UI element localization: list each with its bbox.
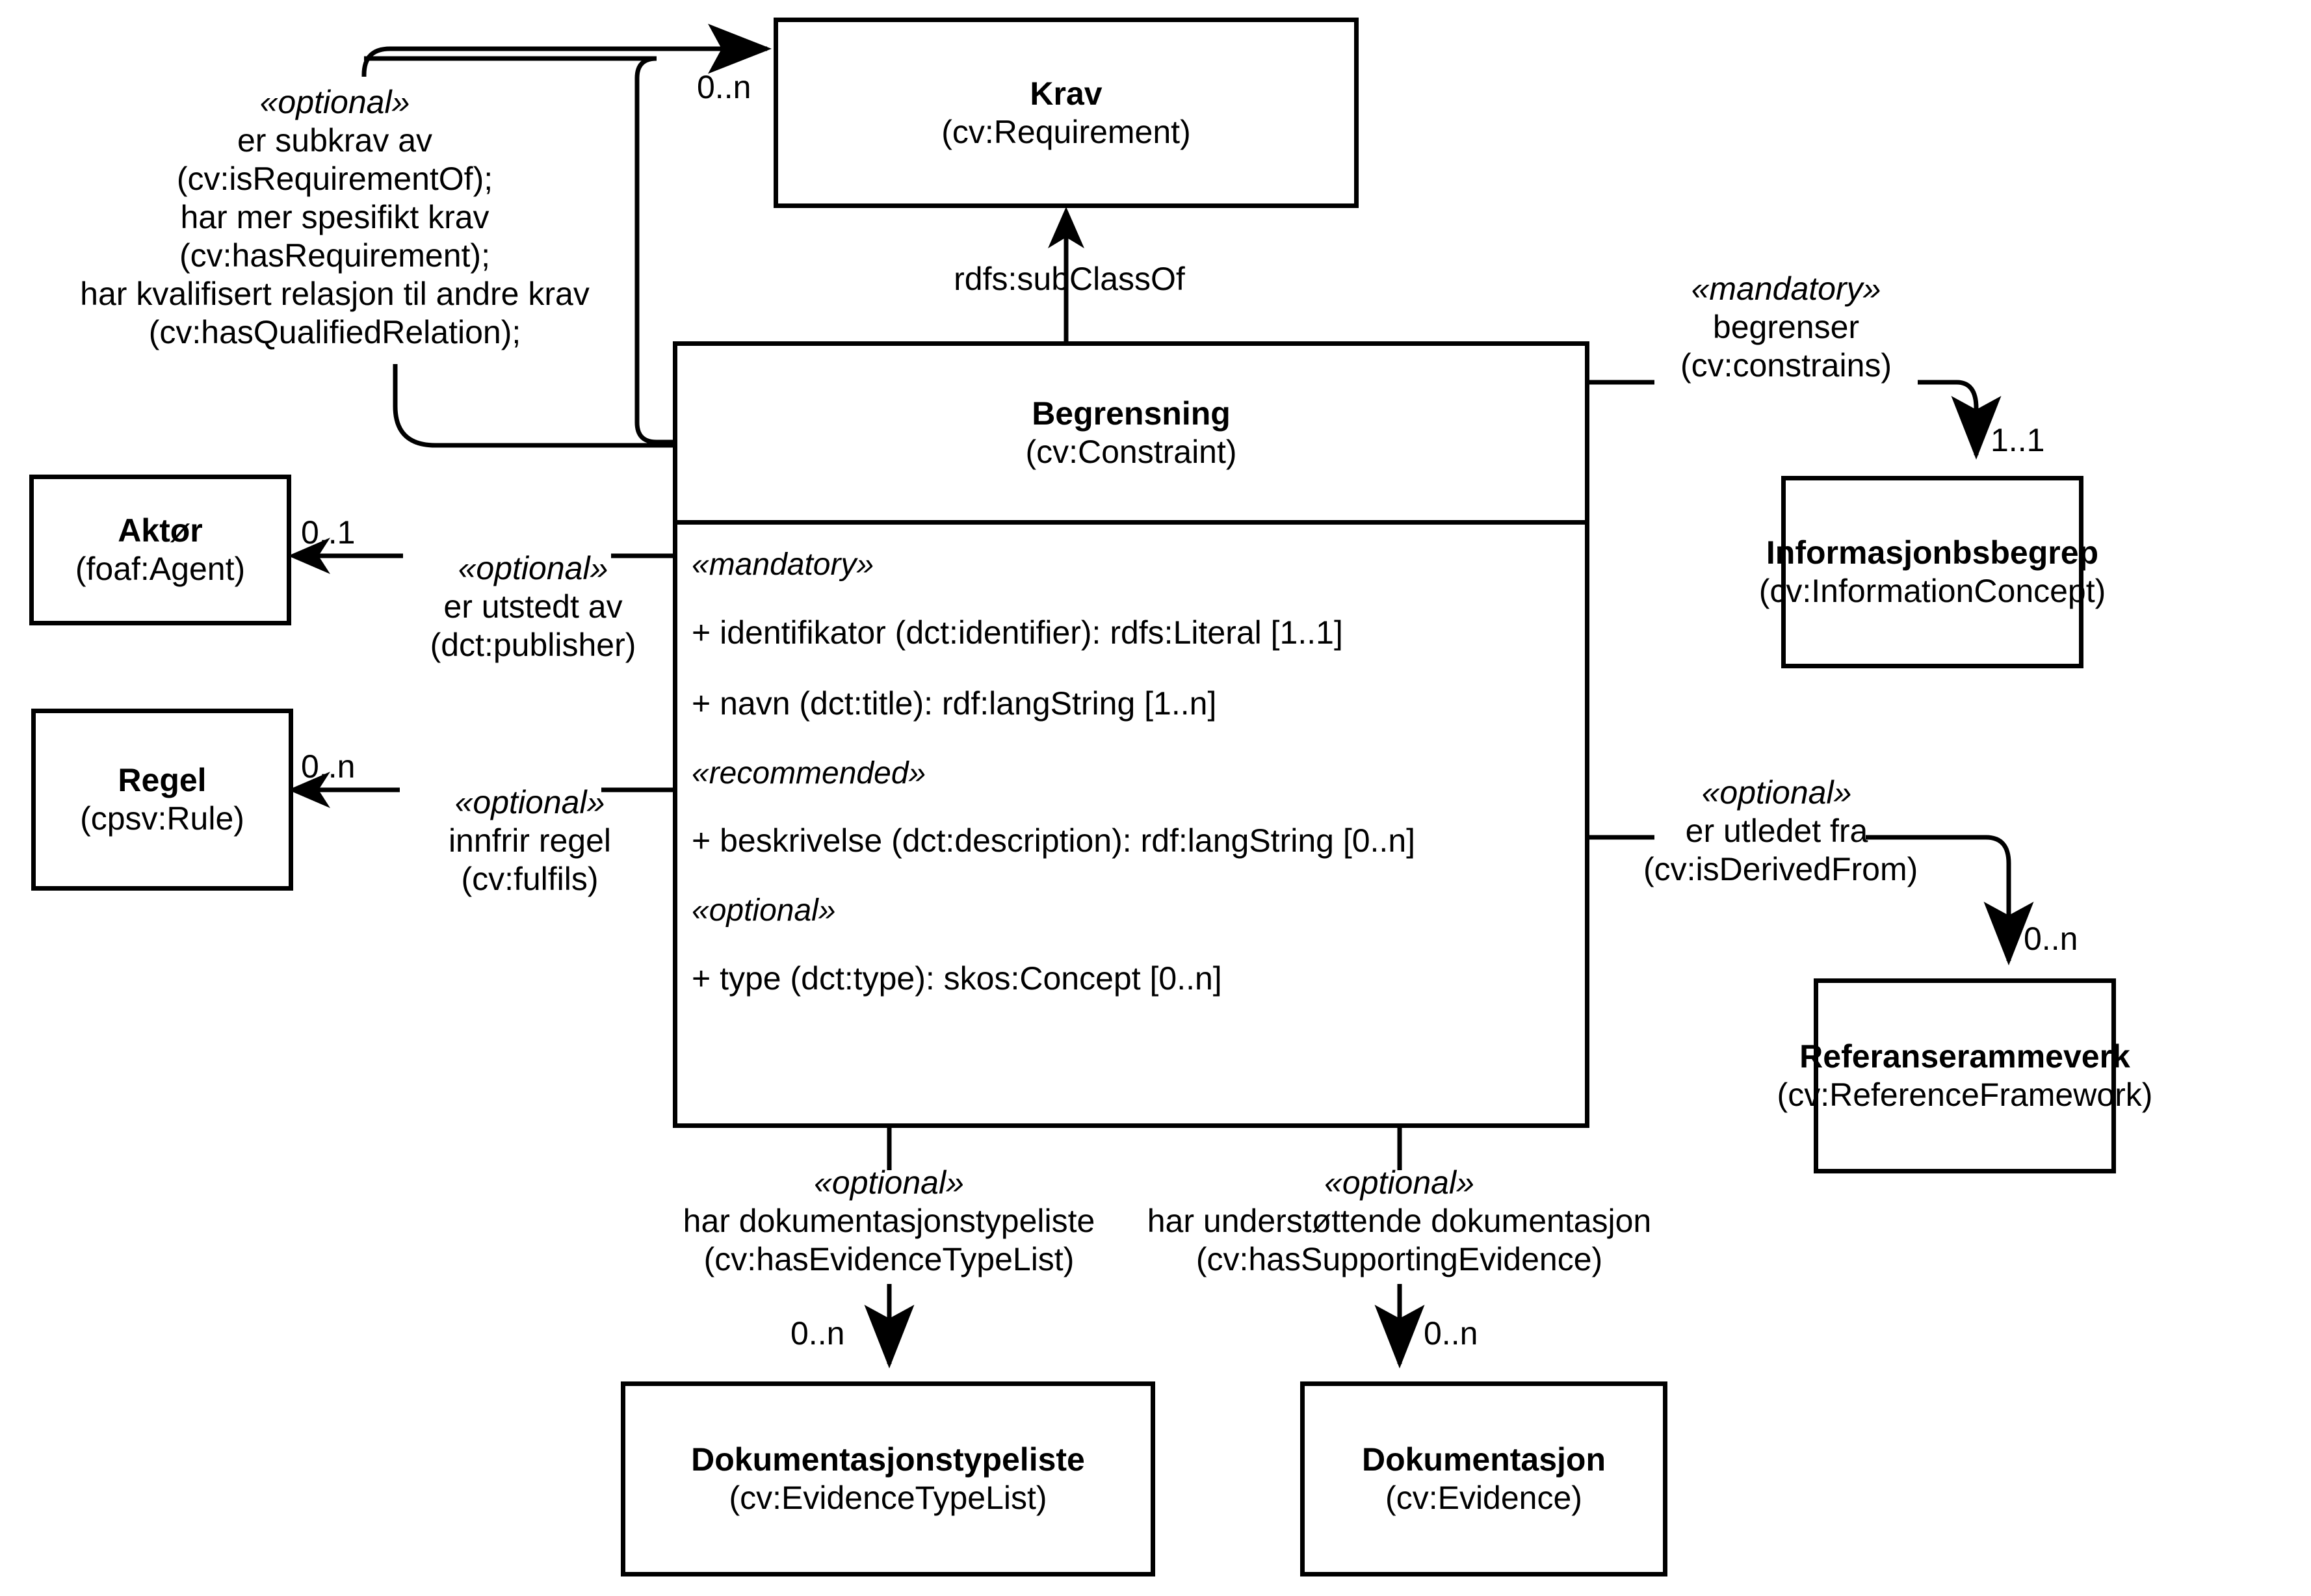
edge-self-krav-path [618, 423, 673, 449]
krav-self-connector [623, 420, 673, 447]
relation-line-self-krav-5: (cv:hasQualifiedRelation); [148, 314, 521, 350]
attribute-type: + type (dct:type): skos:Concept [0..n] [692, 960, 1222, 997]
relation-line-derived-from-1: (cv:isDerivedFrom) [1643, 851, 1918, 887]
relation-line-evidence-type-list-0: har dokumentasjonstypeliste [683, 1203, 1095, 1239]
class-name-begrensning: Begrensning [1032, 395, 1231, 432]
edge-krav-selfloop-main [624, 421, 673, 449]
multiplicity-fulfils: 0..n [301, 748, 356, 785]
attribute-stereotype-mandatory: «mandatory» [692, 547, 874, 582]
relation-line-self-krav-2: har mer spesifikt krav [180, 199, 490, 235]
relation-line-constrains-1: (cv:constrains) [1680, 347, 1892, 384]
relation-line-publisher-0: er utstedt av [443, 588, 623, 625]
relation-stereotype-fulfils: «optional» [454, 784, 605, 820]
relation-label-supporting-evidence: «optional» har understøttende dokumentas… [1131, 1164, 1667, 1279]
relation-line-publisher-1: (dct:publisher) [430, 627, 636, 663]
edge-subkrav-visible-1 [619, 419, 673, 447]
class-uri-dokumentasjon: (cv:Evidence) [1385, 1480, 1582, 1516]
relation-label-derived-from: «optional» er utledet fra (cv:isDerivedF… [1643, 774, 1918, 889]
relation-label-self-krav: «optional» er subkrav av (cv:isRequireme… [7, 83, 663, 352]
relation-label-evidence-type-list: «optional» har dokumentasjonstypeliste (… [621, 1164, 1157, 1279]
relation-line-fulfils-0: innfrir regel [448, 822, 612, 859]
relation-label-constrains: «mandatory» begrenser (cv:constrains) [1651, 270, 1921, 385]
class-box-informasjonbsbegrep[interactable]: Informasjonbsbegrep (cv:InformationConce… [1759, 476, 2106, 668]
edge-krav-self-loop [621, 416, 673, 445]
attribute-identifikator: + identifikator (dct:identifier): rdfs:L… [692, 614, 1343, 651]
attribute-stereotype-recommended: «recommended» [692, 755, 926, 791]
class-header-begrensning: Begrensning (cv:Constraint) [677, 346, 1585, 525]
class-name-referanserammeverk: Referanserammeverk [1799, 1038, 2130, 1075]
relation-stereotype-publisher: «optional» [458, 550, 608, 586]
class-box-krav[interactable]: Krav (cv:Requirement) [774, 18, 1359, 208]
relation-line-supporting-evidence-1: (cv:hasSupportingEvidence) [1195, 1241, 1603, 1277]
class-box-aktor[interactable]: Aktør (foaf:Agent) [29, 475, 291, 625]
relation-line-constrains-0: begrenser [1712, 309, 1860, 345]
class-box-dokumentasjonstypeliste[interactable]: Dokumentasjonstypeliste (cv:EvidenceType… [621, 1381, 1155, 1576]
class-box-referanserammeverk[interactable]: Referanserammeverk (cv:ReferenceFramewor… [1777, 978, 2152, 1173]
relation-stereotype-supporting-evidence: «optional» [1324, 1164, 1474, 1201]
multiplicity-self-krav: 0..n [697, 69, 751, 105]
class-uri-begrensning: (cv:Constraint) [1025, 434, 1237, 470]
relation-label-fulfils: «optional» innfrir regel (cv:fulfils) [393, 783, 666, 898]
relation-line-derived-from-0: er utledet fra [1685, 813, 1868, 849]
multiplicity-evidence-type-list: 0..n [790, 1315, 845, 1352]
relation-line-self-krav-4: har kvalifisert relasjon til andre krav [80, 276, 590, 312]
class-uri-aktor: (foaf:Agent) [75, 551, 246, 587]
relation-line-supporting-evidence-0: har understøttende dokumentasjon [1147, 1203, 1652, 1239]
relation-stereotype-derived-from: «optional» [1701, 774, 1852, 811]
class-box-regel[interactable]: Regel (cpsv:Rule) [31, 709, 293, 891]
class-uri-regel: (cpsv:Rule) [80, 800, 244, 837]
relation-line-self-krav-1: (cv:isRequirementOf); [176, 161, 493, 197]
class-name-dokumentasjonstypeliste: Dokumentasjonstypeliste [691, 1441, 1085, 1478]
attribute-stereotype-optional: «optional» [692, 893, 836, 928]
self-loop-lower [390, 364, 673, 447]
class-name-aktor: Aktør [118, 512, 203, 549]
self-relation-edge-drawn [626, 421, 673, 449]
multiplicity-constrains: 1..1 [1991, 422, 2045, 458]
relation-line-fulfils-1: (cv:fulfils) [461, 861, 599, 897]
multiplicity-supporting-evidence: 0..n [1424, 1315, 1478, 1352]
relation-stereotype-constrains: «mandatory» [1691, 270, 1881, 307]
edge-self-krav-visible [624, 423, 673, 449]
class-uri-informasjonbsbegrep: (cv:InformationConcept) [1758, 573, 2106, 609]
class-name-dokumentasjon: Dokumentasjon [1361, 1441, 1606, 1478]
edge-constrains-h2 [1918, 380, 2002, 460]
edge-subclassof-arrowhead [1048, 207, 1084, 248]
class-uri-krav: (cv:Requirement) [941, 113, 1191, 150]
edge-subkrav-loop [623, 420, 673, 447]
edge-self-upper-seg [395, 39, 421, 65]
class-box-dokumentasjon[interactable]: Dokumentasjon (cv:Evidence) [1300, 1381, 1667, 1576]
self-relation-edge [624, 421, 673, 447]
edge-krav-self-drawn [623, 420, 673, 447]
relation-stereotype-self-krav: «optional» [259, 84, 410, 120]
class-attributes-begrensning: «mandatory» + identifikator (dct:identif… [677, 525, 1585, 1037]
relation-label-publisher: «optional» er utstedt av (dct:publisher) [397, 549, 670, 664]
attribute-beskrivelse: + beskrivelse (dct:description): rdf:lan… [692, 822, 1416, 859]
edge-self-lower-seg [393, 364, 673, 448]
class-box-begrensning[interactable]: Begrensning (cv:Constraint) «mandatory» … [673, 341, 1589, 1128]
relation-label-subclassof: rdfs:subClassOf [954, 261, 1185, 297]
class-uri-dokumentasjonstypeliste: (cv:EvidenceTypeList) [729, 1480, 1047, 1516]
relation-line-self-krav-0: er subkrav av [237, 122, 433, 159]
multiplicity-derived-from: 0..n [2024, 921, 2078, 957]
relation-line-evidence-type-list-1: (cv:hasEvidenceTypeList) [703, 1241, 1075, 1277]
attribute-navn: + navn (dct:title): rdf:langString [1..n… [692, 685, 1217, 722]
multiplicity-publisher: 0..1 [301, 514, 356, 551]
class-name-krav: Krav [1030, 75, 1103, 112]
relation-line-self-krav-3: (cv:hasRequirement); [179, 237, 490, 274]
class-name-regel: Regel [118, 762, 207, 798]
class-name-informasjonbsbegrep: Informasjonbsbegrep [1766, 534, 2099, 571]
relation-stereotype-evidence-type-list: «optional» [814, 1164, 964, 1201]
class-uri-referanserammeverk: (cv:ReferenceFramework) [1777, 1077, 2153, 1113]
